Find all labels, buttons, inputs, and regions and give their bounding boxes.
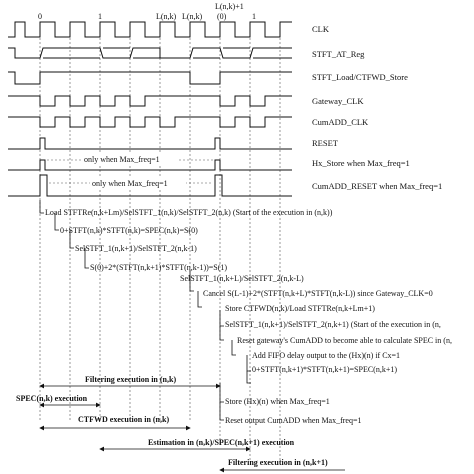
cumadd-reset-note: only when Max_freq=1: [92, 179, 168, 188]
stft-at-reg-waveform: [8, 47, 292, 59]
tick-label-1: 1: [98, 12, 102, 21]
cumadd-reset-waveform: [8, 174, 292, 197]
op-store-ctfwd: Store CTFWD(n,k)/Load STFTRe(n,k+Lm+1): [225, 304, 375, 313]
span-label-spec-nk: SPEC(n,k) execution: [16, 394, 88, 403]
op-spec-next: 0+STFT(n,k+1)*STFT(n,k+1)=SPEC(n,k+1): [252, 365, 397, 374]
cumadd-clk-waveform: [8, 116, 292, 128]
tick-label-1b: 1: [252, 12, 256, 21]
signal-label-stft-at-reg: STFT_AT_Reg: [312, 49, 365, 59]
op-store-hx: Store (Hx)(n) when Max_freq=1: [225, 397, 330, 406]
clock-edge-gridlines: [39, 22, 281, 460]
tick-label-0-paren: (0): [217, 12, 227, 21]
op-selstft-next: SelSTFT_1(n,k+1)/SelSTFT_2(n,k+1) (Start…: [225, 320, 441, 329]
signal-label-hx-store: Hx_Store when Max_freq=1: [312, 158, 410, 168]
op-fifo-add: Add FIFO delay output to the (Hx)(n) if …: [252, 351, 400, 360]
tick-label-0: 0: [38, 12, 42, 21]
span-label-filtering-nk1: Filtering execution in (n,k+1): [228, 458, 328, 467]
span-label-estimation: Estimation in (n,k)/SPEC(n,k+1) executio…: [148, 438, 295, 447]
op-cancel: Cancel S(L-1)+2*(STFT(n,k+L)*STFT(n,k-L)…: [203, 289, 433, 298]
gateway-clk-waveform: [8, 95, 292, 107]
tick-label-l2: L(n,k): [182, 12, 203, 21]
op-spec-s0: 0+STFT(n,k)*STFT(n,k)=SPEC(n,k)=S(0): [60, 226, 198, 235]
op-selstft-l: SelSTFT_1(n,k+L)/SelSTFT_2(n,k-L): [180, 274, 304, 283]
op-arrows: [39, 200, 251, 421]
signal-label-cumadd-clk: CumADD_CLK: [312, 117, 369, 127]
op-reset-gateway: Reset gateway's CumADD to become able to…: [237, 336, 452, 345]
stft-load-waveform: [8, 71, 292, 85]
op-s1: S(0)+2*(STFT(n,k+1)*STFT(n,k-1))=S(1): [90, 263, 227, 272]
hx-store-waveform: [8, 159, 292, 171]
stft-at-reg-waveform-b: [15, 47, 292, 59]
signal-label-cumadd-reset: CumADD_RESET when Max_freq=1: [312, 181, 442, 191]
reset-waveform: [8, 137, 292, 150]
clk-waveform: [8, 21, 292, 38]
signal-label-clk: CLK: [312, 24, 330, 34]
op-selstft-1: SelSTFT_1(n,k+1)/SelSTFT_2(n,k-1): [75, 244, 197, 253]
span-label-ctfwd-nk: CTFWD execution in (n,k): [78, 415, 169, 424]
signal-label-gateway-clk: Gateway_CLK: [312, 96, 364, 106]
op-reset-cumadd: Reset output CumADD when Max_freq=1: [225, 416, 362, 425]
tick-label-l-plus-1: L(n,k)+1: [215, 2, 244, 11]
signal-label-stft-load: STFT_Load/CTFWD_Store: [312, 72, 408, 82]
span-label-filtering-nk: Filtering execution in (n,k): [85, 375, 176, 384]
cumadd-reset-note-bg: [90, 177, 186, 188]
tick-label-l: L(n,k): [156, 12, 177, 21]
op-load-start: Load STFTRe(n,k+Lm)/SelSTFT_1(n,k)/SelST…: [45, 208, 333, 217]
hx-store-note: only when Max_freq=1: [84, 155, 160, 164]
signal-label-reset: RESET: [312, 138, 339, 148]
hx-store-note-bg: [82, 154, 178, 165]
